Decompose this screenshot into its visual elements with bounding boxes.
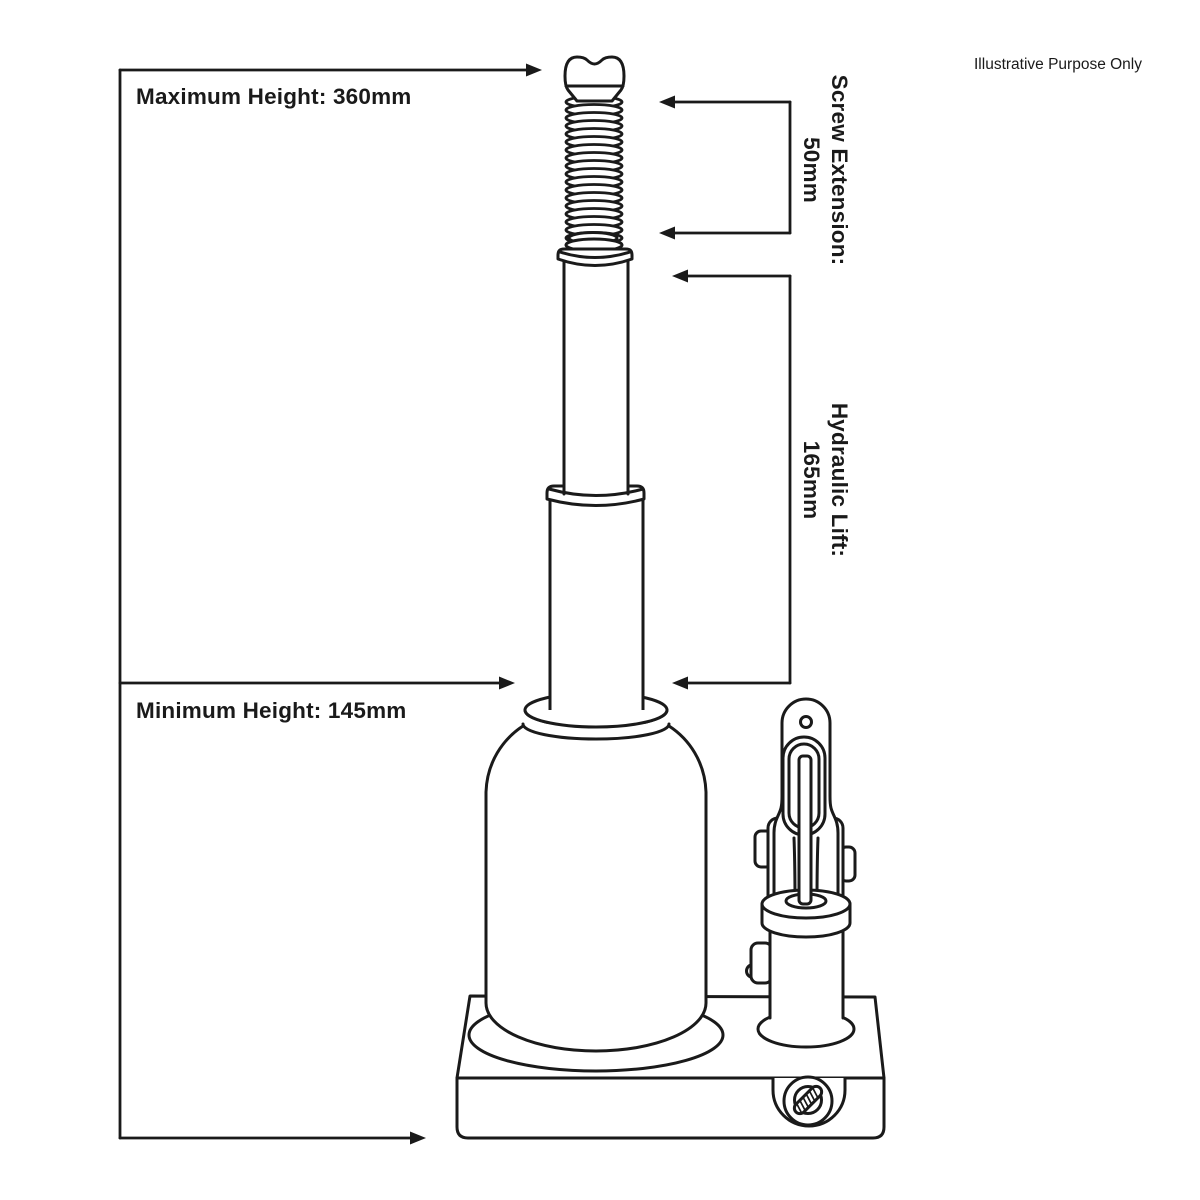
filler-plug [771, 1075, 847, 1128]
screw-extension-title: Screw Extension: [827, 74, 852, 266]
screw-extension-threads [556, 95, 634, 267]
pump-assembly [745, 697, 857, 1049]
screw-extension-value: 50mm [799, 137, 824, 203]
dimension-lines [118, 68, 792, 1140]
bottle-body [484, 712, 708, 1053]
hydraulic-lift-bracket [686, 274, 792, 685]
hydraulic-lift-title: Hydraulic Lift: [827, 402, 852, 558]
hydraulic-lift-label: Hydraulic Lift: 165mm [796, 330, 854, 630]
handle-pin-hole [799, 715, 813, 729]
first-stage-ram [545, 258, 646, 507]
max-height-label: Maximum Height: 360mm [136, 84, 412, 109]
dimension-arrowheads [410, 63, 688, 1145]
saddle [563, 55, 626, 103]
pump-cylinder [768, 923, 845, 1022]
max-min-height-dimension-line [118, 68, 529, 1140]
min-height-label: Minimum Height: 145mm [136, 698, 407, 723]
hydraulic-lift-value: 165mm [799, 440, 824, 520]
neck-flange-and-second-stage [521, 495, 671, 741]
screw-extension-bracket [673, 100, 792, 235]
pump-piston-rod [797, 754, 813, 906]
illustrative-purpose-note: Illustrative Purpose Only [974, 56, 1142, 73]
screw-extension-label: Screw Extension: 50mm [796, 20, 854, 320]
